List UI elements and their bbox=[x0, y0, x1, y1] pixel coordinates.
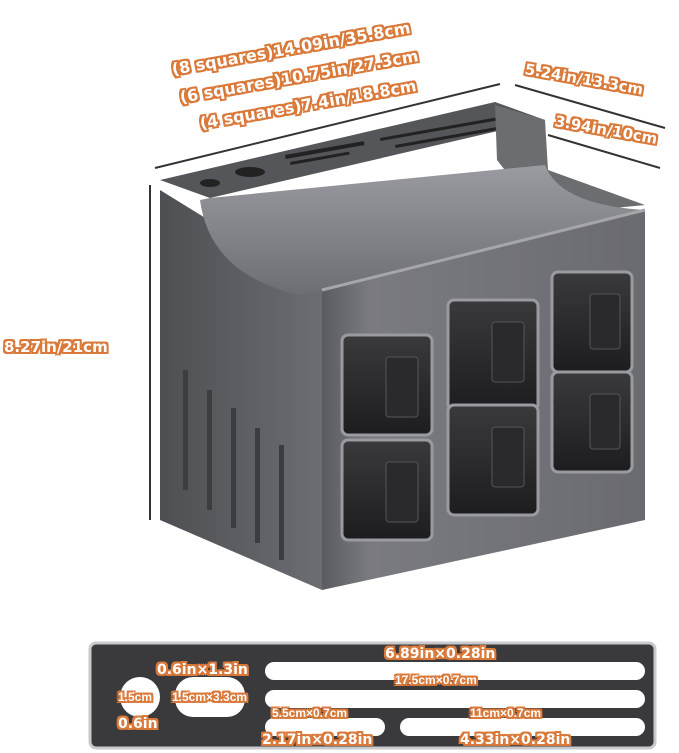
tray-interior bbox=[200, 165, 645, 295]
label-slot-short-in: 2.17in×0.28in bbox=[262, 732, 373, 748]
mount-hole bbox=[120, 677, 160, 717]
side-vents bbox=[183, 370, 284, 560]
label-slot-long-in: 6.89in×0.28in bbox=[385, 646, 496, 662]
label-hole-cm: 1.5cm bbox=[118, 690, 153, 704]
label-hole-in: 0.6in bbox=[118, 716, 158, 732]
label-slot-long-cm: 17.5cm×0.7cm bbox=[395, 673, 477, 687]
mid-slot bbox=[400, 718, 645, 736]
depth-line-inner bbox=[547, 134, 661, 169]
depth-line-outer bbox=[514, 84, 666, 129]
label-slot-mid-cm: 11cm×0.7cm bbox=[470, 706, 542, 720]
spice-box bbox=[340, 333, 434, 437]
long-slot-top bbox=[265, 662, 645, 680]
large-slot bbox=[175, 677, 245, 717]
label-slot-large: 0.6in×1.3in bbox=[157, 662, 248, 678]
label-slot-large-cm: 1.5cm×3.3cm bbox=[172, 690, 248, 704]
spice-box bbox=[446, 403, 540, 517]
spice-box bbox=[550, 270, 634, 374]
top-slots bbox=[200, 117, 504, 187]
long-slot-mid bbox=[265, 690, 645, 708]
label-height: 8.27in/21cm bbox=[4, 338, 108, 356]
label-slot-mid-in: 4.33in×0.28in bbox=[460, 732, 571, 748]
spice-box bbox=[446, 298, 540, 412]
spice-box bbox=[340, 438, 434, 542]
short-slot bbox=[265, 718, 385, 736]
spice-boxes bbox=[340, 270, 634, 542]
width-line bbox=[154, 83, 501, 169]
knife-block-illustration bbox=[149, 83, 666, 590]
spice-box bbox=[550, 370, 634, 474]
label-slot-short-cm: 5.5cm×0.7cm bbox=[272, 706, 348, 720]
